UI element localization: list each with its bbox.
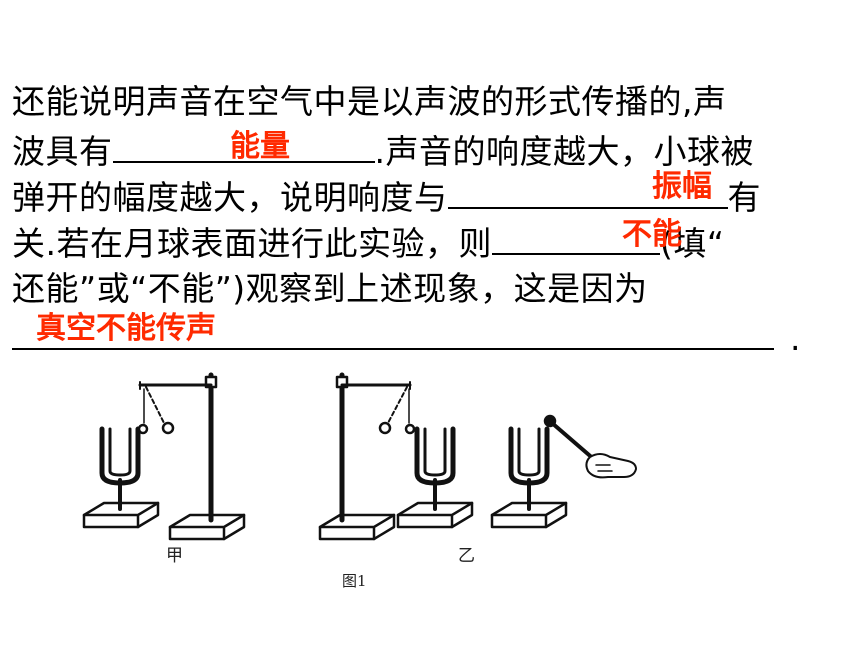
question-line-5: 还能”或“不能”)观察到上述现象，这是因为: [12, 269, 648, 309]
question-text: 有: [727, 178, 761, 217]
answer-blank-4: [12, 318, 774, 350]
question-line-4: 关.若在月球表面进行此实验，则 (填“: [12, 223, 724, 264]
question-text: 还能”或“不能”)观察到上述现象，这是因为: [12, 269, 648, 308]
tuning-fork-illustration: [82, 372, 637, 541]
fork-prongs-right: [508, 426, 550, 486]
answer-blank-3: [492, 223, 660, 255]
mallet-handle: [550, 421, 598, 463]
question-line-2: 波具有 .声音的响度越大，小球被: [12, 131, 754, 172]
question-text: (填“: [660, 224, 725, 263]
pendulum-string-mid: [387, 386, 408, 424]
question-line-6: .: [12, 318, 801, 359]
hand: [585, 453, 637, 479]
answer-3: 不能: [622, 217, 682, 252]
question-text: 波具有: [12, 132, 113, 171]
mallet-head: [543, 414, 557, 428]
ball-mid: [378, 421, 392, 435]
figure-caption: 图1: [342, 572, 367, 590]
question-line-3: 弹开的幅度越大，说明响度与 有: [12, 177, 761, 218]
fork-prongs-left: [99, 426, 141, 486]
fork-prongs-mid: [414, 426, 456, 486]
question-text: .: [790, 319, 801, 358]
answer-4: 真空不能传声: [36, 311, 216, 346]
answer-2: 振幅: [652, 169, 712, 204]
question-text: 关.若在月球表面进行此实验，则: [12, 224, 492, 263]
ball-left: [161, 421, 175, 435]
question-line-1: 还能说明声音在空气中是以声波的形式传播的,声: [12, 82, 727, 122]
answer-blank-2: [447, 177, 728, 209]
question-text: .声音的响度越大，小球被: [374, 132, 754, 171]
figure-label-right: 乙: [458, 546, 475, 566]
tuning-fork-figure: 甲 乙 图1: [80, 365, 640, 597]
answer-1: 能量: [230, 129, 290, 164]
question-text: 还能说明声音在空气中是以声波的形式传播的,声: [12, 82, 727, 121]
pendulum-string-left: [145, 386, 165, 424]
answer-blank-1: [112, 131, 375, 163]
question-text: 弹开的幅度越大，说明响度与: [12, 178, 448, 217]
figure-label-left: 甲: [166, 546, 183, 566]
